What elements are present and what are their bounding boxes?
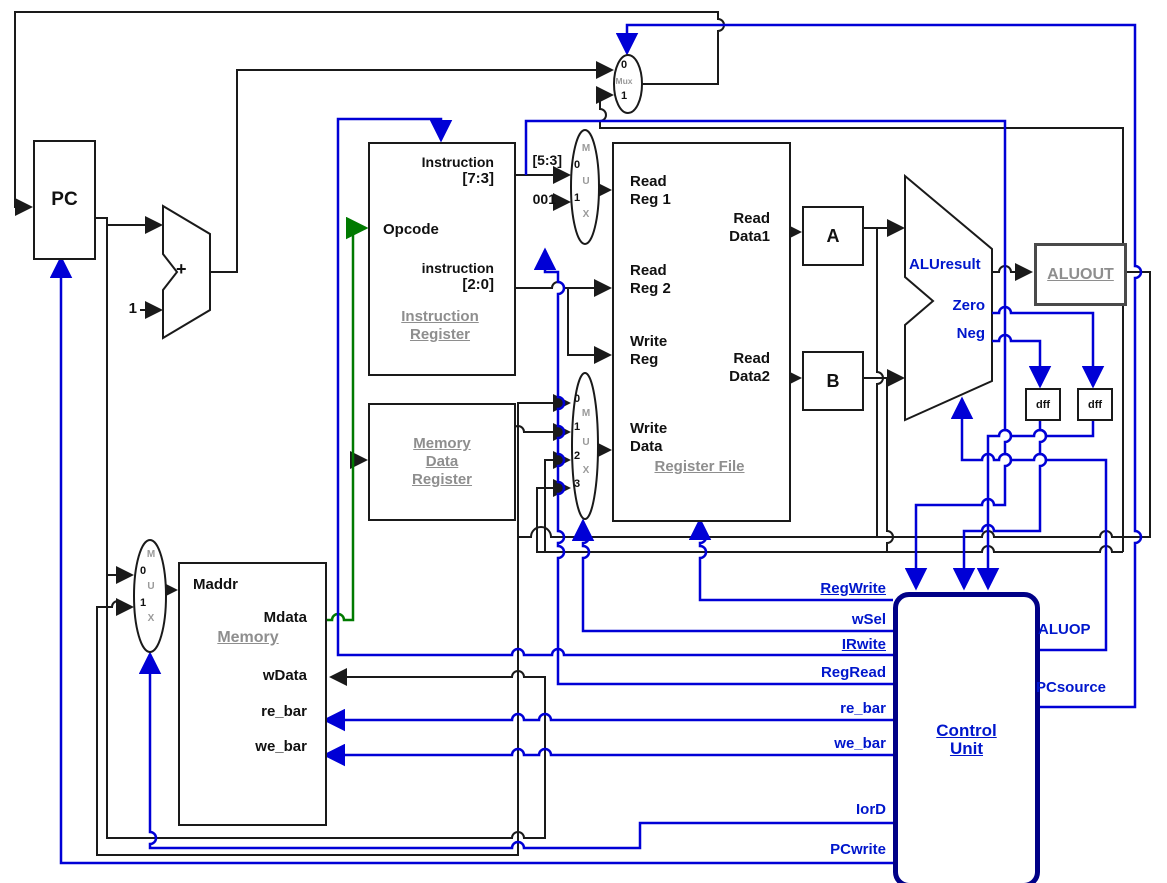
iord-mux-letter-m: M [146,549,156,560]
wd-mux-letter-x: X [582,465,590,476]
pc-label: PC [51,189,78,210]
dff-left-label: dff [1035,398,1051,411]
signal-we-bar: we_bar [834,735,886,752]
rf-read-data2: Read Data2 [729,350,770,385]
iord-mux-in0: 0 [139,565,147,577]
mdr-caption: Memory Data Register [411,435,473,488]
ir-mux-in0: 0 [573,159,581,171]
rf-read-reg1: Read Reg 1 [630,173,671,208]
ir-mux-letter-u: U [582,176,590,187]
rf-read-reg2: Read Reg 2 [630,262,671,297]
mem-caption: Memory [217,629,279,646]
signal-regread: RegRead [820,664,886,681]
ir-caption: Instruction Register [401,308,479,343]
adder-const-one: 1 [128,300,137,317]
mem-wdata: wData [262,667,307,684]
iord-mux-letter-u: U [147,581,155,592]
pc-mux-name: Mux [615,76,633,86]
ir-out-low-label: instruction [421,260,494,276]
instruction-register [368,142,516,376]
wd-mux-in3: 3 [573,478,581,490]
ir-mux-in0-bits-label: [5:3] [532,152,562,168]
pc-mux [613,54,643,114]
wd-mux-in1: 1 [573,421,581,433]
control-unit: Control Unit [893,592,1040,883]
register-file [612,142,791,522]
wd-mux-in0: 0 [573,393,581,405]
iord-mux-letter-x: X [147,613,155,624]
b-label: B [826,371,840,391]
memory-data-register: Memory Data Register [368,403,516,521]
signal-irwite: IRwite [841,636,886,653]
mem-mdata: Mdata [263,609,307,626]
ir-mux-letter-x: X [582,209,590,220]
rf-caption: Register File [654,458,745,475]
ir-mux-in1: 1 [573,192,581,204]
ir-mux-in1-const-label: 001 [532,191,556,207]
a-label: A [826,226,840,246]
signal-pcsource: PCsource [1036,679,1107,696]
rf-write-reg: Write Reg [630,333,668,368]
alu-zero-label: Zero [952,297,985,314]
dff-left: dff [1025,388,1061,421]
iord-mux [133,539,167,653]
iord-mux-in1: 1 [139,597,147,609]
ir-out-high-bits: [7:3] [462,170,494,187]
aluout-register: ALUOUT [1034,243,1127,306]
alu-neg-label: Neg [956,325,985,342]
alu-result-label: ALUresult [909,256,981,273]
wd-mux-letter-u: U [582,437,590,448]
signal-wsel: wSel [851,611,886,628]
adder-shape [162,204,211,340]
ir-mux-letter-m: M [581,143,591,154]
wd-mux-letter-m: M [581,408,591,419]
ir-mux [570,129,600,245]
mem-we-bar: we_bar [255,738,307,755]
b-register: B [802,351,864,411]
ir-opcode-label: Opcode [383,221,439,238]
dff-right: dff [1077,388,1113,421]
signal-re-bar: re_bar [840,700,886,717]
signal-iord: IorD [856,801,886,818]
pc-mux-in1: 1 [620,90,628,102]
wd-mux-in2: 2 [573,450,581,462]
control-unit-caption: Control Unit [936,721,997,758]
wdata-mux [571,372,599,520]
a-register: A [802,206,864,266]
ir-out-high-label: Instruction [421,154,494,170]
ir-out-low-bits: [2:0] [462,276,494,293]
rf-write-data: Write Data [630,420,668,455]
signal-pcwrite: PCwrite [830,841,886,858]
mem-maddr: Maddr [193,576,238,593]
adder-plus-label: + [176,259,187,279]
mem-re-bar: re_bar [261,703,307,720]
pc-register: PC [33,140,96,260]
aluout-label: ALUOUT [1047,265,1114,283]
signal-regwrite: RegWrite [820,580,886,597]
dff-right-label: dff [1087,398,1103,411]
signal-aluop: ALUOP [1038,621,1091,638]
rf-read-data1: Read Data1 [729,210,770,245]
pc-mux-in0: 0 [620,59,628,71]
memory-block [178,562,327,826]
